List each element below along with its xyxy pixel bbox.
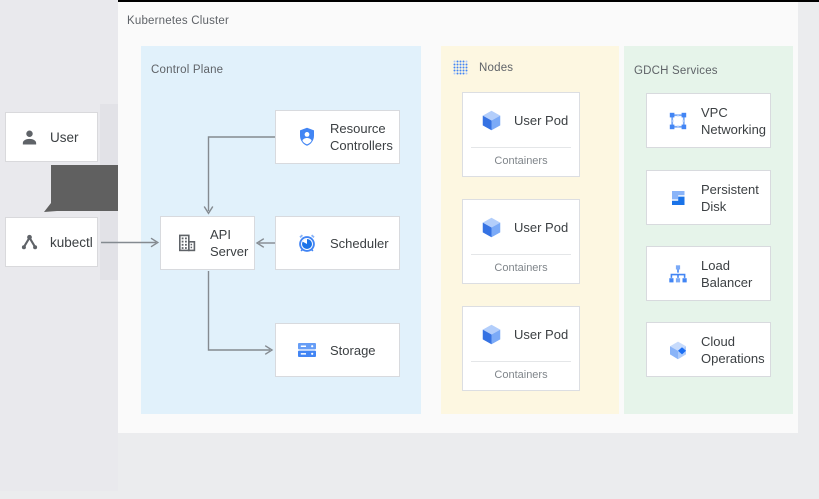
scheduler-label: Scheduler: [330, 235, 389, 251]
api-server-label: API Server: [210, 227, 249, 259]
user-pod-row: User Pod: [463, 200, 579, 254]
kubectl-box: kubectl: [5, 217, 98, 267]
user-pod-box-3: User Pod Containers: [462, 306, 580, 391]
resource-controllers-label: Resource Controllers: [330, 121, 393, 153]
load-balancer-label: Load Balancer: [701, 257, 753, 290]
user-pod-label: User Pod: [514, 326, 569, 342]
pod-divider: [471, 254, 571, 255]
cloud-operations-box: Cloud Operations: [646, 322, 771, 377]
user-pod-row: User Pod: [463, 93, 579, 147]
vpc-icon: [666, 109, 690, 133]
building-icon: [175, 231, 199, 255]
api-server-box: API Server: [160, 216, 255, 270]
pod-divider: [471, 147, 571, 148]
user-pod-box-1: User Pod Containers: [462, 92, 580, 177]
containers-label: Containers: [494, 262, 548, 274]
storage-trays-icon: [295, 338, 319, 362]
gdch-services-label: GDCH Services: [634, 65, 718, 77]
vpc-networking-label: VPC Networking: [701, 104, 767, 137]
containers-label: Containers: [494, 155, 548, 167]
storage-box: Storage: [275, 323, 400, 377]
top-edge-bar: [0, 0, 819, 2]
pod-divider: [471, 361, 571, 362]
user-pod-box-2: User Pod Containers: [462, 199, 580, 284]
shield-person-icon: [295, 125, 319, 149]
persistent-disk-icon: [666, 186, 690, 210]
user-pod-label: User Pod: [514, 219, 569, 235]
control-plane-label: Control Plane: [151, 64, 224, 76]
storage-label: Storage: [330, 342, 376, 358]
cloud-operations-icon: [666, 338, 690, 362]
alarm-clock-icon: [295, 231, 319, 255]
cube-icon: [479, 215, 504, 240]
containers-label: Containers: [494, 369, 548, 381]
kubernetes-cluster-label: Kubernetes Cluster: [127, 15, 230, 27]
user-box: User: [5, 112, 98, 162]
user-pod-label: User Pod: [514, 112, 569, 128]
cube-icon: [479, 322, 504, 347]
nodes-label: Nodes: [479, 61, 514, 74]
persistent-disk-box: Persistent Disk: [646, 170, 771, 225]
user-pod-row: User Pod: [463, 307, 579, 361]
scheduler-box: Scheduler: [275, 216, 400, 270]
nodes-header: Nodes: [453, 60, 513, 75]
panel-shadow: [100, 104, 118, 280]
user-icon: [19, 127, 40, 148]
kubectl-icon: [19, 232, 40, 253]
cube-icon: [479, 108, 504, 133]
user-label: User: [50, 129, 79, 145]
kubectl-label: kubectl: [50, 234, 93, 250]
load-balancer-icon: [666, 262, 690, 286]
vpc-networking-box: VPC Networking: [646, 93, 771, 148]
dot-grid-icon: [453, 60, 468, 75]
resource-controllers-box: Resource Controllers: [275, 110, 400, 164]
cloud-operations-label: Cloud Operations: [701, 333, 765, 366]
load-balancer-box: Load Balancer: [646, 246, 771, 301]
persistent-disk-label: Persistent Disk: [701, 181, 759, 214]
